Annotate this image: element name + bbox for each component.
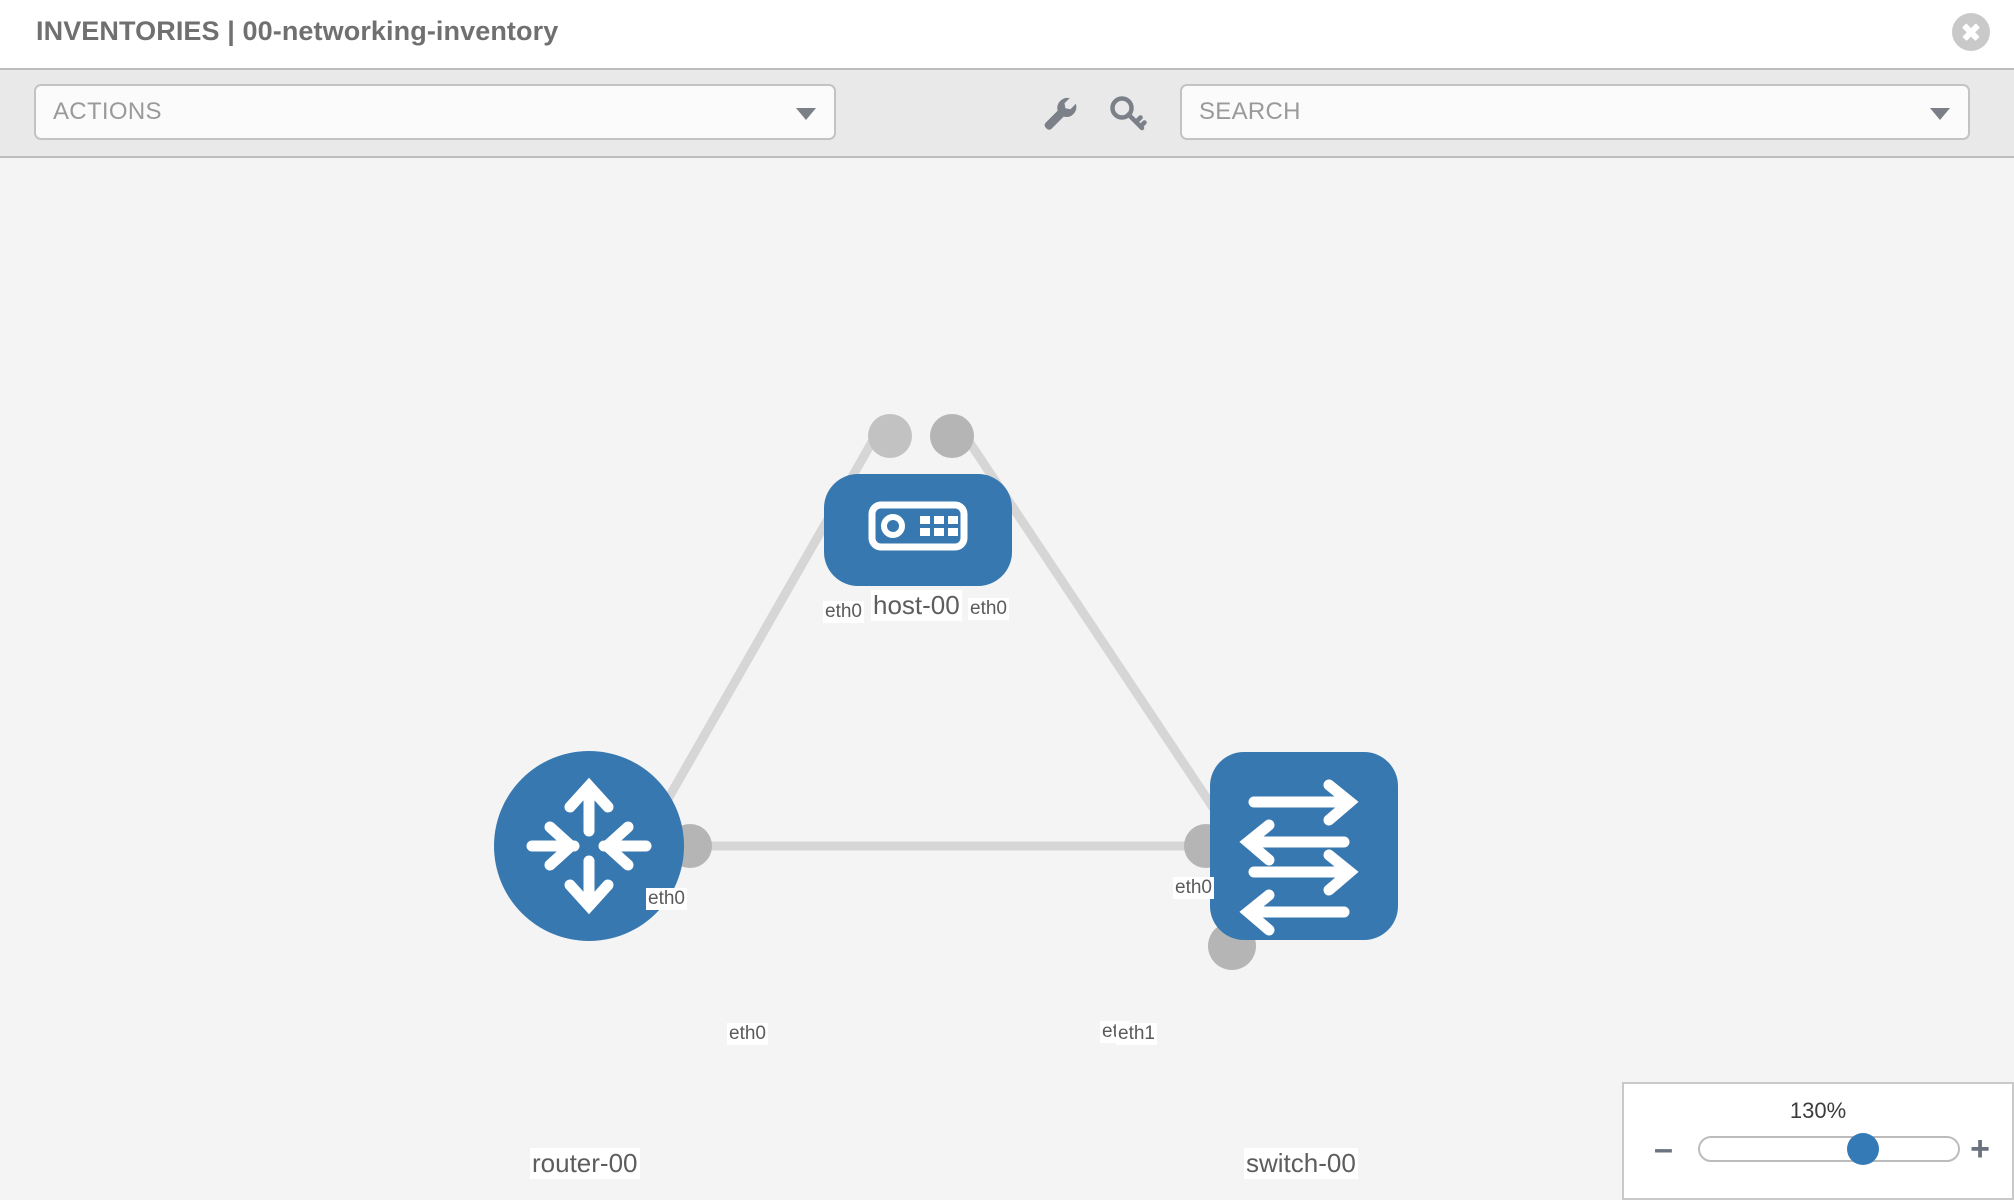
iface-label-host00-eth0-right: eth0 <box>968 598 1009 620</box>
node-host-00 <box>824 474 1012 586</box>
node-switch-00 <box>1210 752 1398 940</box>
wrench-icon[interactable] <box>1040 94 1080 134</box>
iface-label-router00-uplink-eth0: eth0 <box>646 888 687 910</box>
host-icon <box>868 501 968 551</box>
actions-dropdown[interactable]: ACTIONS <box>34 84 836 140</box>
chevron-down-icon <box>796 108 816 120</box>
node-label-switch-00: switch-00 <box>1244 1148 1358 1179</box>
chevron-down-icon <box>1930 108 1950 120</box>
key-icon[interactable] <box>1108 94 1148 134</box>
topology-canvas[interactable]: eth0 eth0 eth0 eth0 eth0 eth eth1 host-0… <box>0 158 2014 1200</box>
search-input[interactable]: SEARCH <box>1180 84 1970 140</box>
close-icon[interactable] <box>1952 13 1990 51</box>
iface-label-switch00-uplink-eth0: eth0 <box>1173 877 1214 899</box>
zoom-in-button[interactable]: + <box>1970 1130 1990 1168</box>
toolbar: ACTIONS SEARCH <box>0 68 2014 158</box>
iface-label-switch00-eth1: eth1 <box>1116 1023 1157 1045</box>
switch-icon <box>1239 779 1359 936</box>
router-icon <box>526 777 652 915</box>
iface-label-host00-eth0-left: eth0 <box>823 601 864 623</box>
node-router-00 <box>494 751 684 941</box>
zoom-level-value: 130% <box>1789 1098 1847 1123</box>
actions-dropdown-label: ACTIONS <box>53 98 162 125</box>
connector-host00-eth0-left <box>868 414 912 458</box>
node-label-router-00: router-00 <box>530 1148 640 1179</box>
search-input-value: SEARCH <box>1199 98 1301 125</box>
connector-host00-eth0-right <box>930 414 974 458</box>
page-title: INVENTORIES | 00-networking-inventory <box>36 16 559 46</box>
node-label-host-00: host-00 <box>871 590 962 621</box>
zoom-slider[interactable] <box>1698 1133 1960 1165</box>
iface-label-router00-eth0: eth0 <box>727 1023 768 1045</box>
page-header: INVENTORIES | 00-networking-inventory <box>0 0 2014 68</box>
topology-graph <box>494 414 1398 970</box>
zoom-out-button[interactable]: – <box>1654 1130 1673 1168</box>
zoom-slider-thumb[interactable] <box>1846 1133 1879 1165</box>
zoom-control-panel: 130% – + <box>1622 1082 2014 1200</box>
